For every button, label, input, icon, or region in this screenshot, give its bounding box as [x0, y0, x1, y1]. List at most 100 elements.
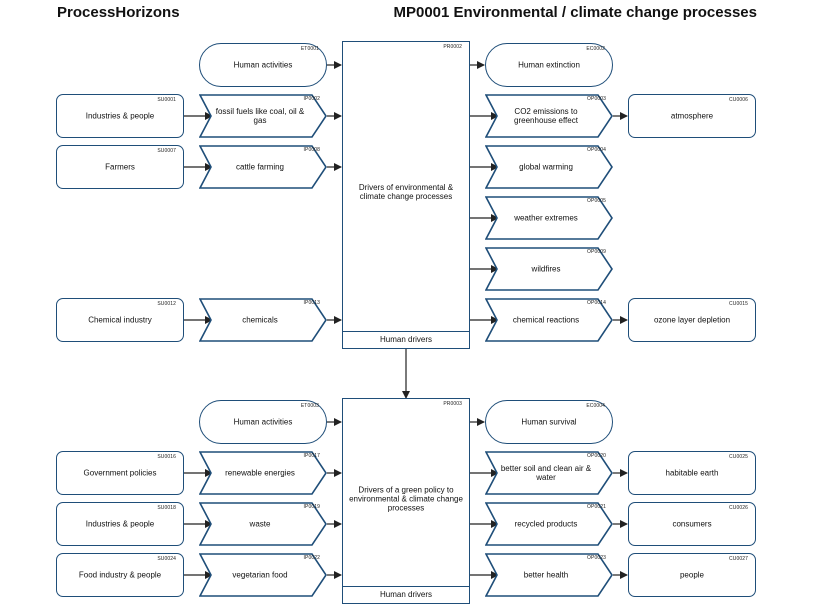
node-code: ET0003 — [300, 403, 319, 409]
output-chevron[interactable]: OP0004 global warming — [485, 145, 613, 189]
supplier-box[interactable]: SU0018 Industries & people — [56, 502, 184, 546]
node-label: better health — [523, 570, 569, 580]
brand-title: ProcessHorizons — [57, 4, 180, 21]
node-label: recycled products — [514, 519, 578, 529]
chevron-shape — [485, 298, 613, 342]
node-label: weather extremes — [514, 213, 578, 223]
node-code: SU0001 — [157, 97, 176, 103]
node-label: ozone layer depletion — [653, 315, 731, 325]
node-code: CU0026 — [729, 505, 748, 511]
node-code: OP0004 — [587, 147, 606, 153]
node-code: OP0009 — [587, 249, 606, 255]
node-label: vegetarian food — [232, 570, 288, 580]
node-label: Farmers — [105, 162, 135, 172]
node-label: renewable energies — [225, 468, 295, 478]
node-code: SU0007 — [157, 148, 176, 154]
node-code: EC0002 — [586, 46, 605, 52]
chevron-shape — [199, 298, 327, 342]
node-label: chemical reactions — [512, 315, 580, 325]
node-label: cattle farming — [235, 162, 285, 172]
node-label: Industries & people — [85, 519, 155, 529]
node-code: OP0021 — [587, 504, 606, 510]
process-footer: Human drivers — [343, 586, 469, 603]
output-chevron[interactable]: OP0021 recycled products — [485, 502, 613, 546]
node-code: SU0018 — [157, 505, 176, 511]
output-chevron[interactable]: OP0003 CO2 emissions to greenhouse effec… — [485, 94, 613, 138]
chevron-shape — [199, 145, 327, 189]
node-code: SU0016 — [157, 454, 176, 460]
process-box[interactable]: PR0002 Drivers of environmental & climat… — [342, 41, 470, 349]
supplier-box[interactable]: SU0001 Industries & people — [56, 94, 184, 138]
node-label: atmosphere — [670, 111, 714, 121]
input-chevron[interactable]: IP0019 waste — [199, 502, 327, 546]
input-chevron[interactable]: IP0008 cattle farming — [199, 145, 327, 189]
output-chevron[interactable]: OP0009 wildfires — [485, 247, 613, 291]
chevron-shape — [485, 196, 613, 240]
input-chevron[interactable]: IP0022 vegetarian food — [199, 553, 327, 597]
node-code: OP0005 — [587, 198, 606, 204]
customer-box[interactable]: CU0027 people — [628, 553, 756, 597]
chevron-shape — [485, 502, 613, 546]
node-label: Human activities — [233, 60, 293, 70]
node-label: habitable earth — [665, 468, 719, 478]
supplier-box[interactable]: SU0016 Government policies — [56, 451, 184, 495]
node-label: Food industry & people — [78, 570, 162, 580]
node-code: CU0025 — [729, 454, 748, 460]
supplier-box[interactable]: SU0024 Food industry & people — [56, 553, 184, 597]
node-code: IP0008 — [303, 147, 320, 153]
node-code: IP0002 — [303, 96, 320, 102]
node-code: IP0013 — [303, 300, 320, 306]
node-label: fossil fuels like coal, oil & gas — [215, 107, 305, 125]
customer-box[interactable]: CU0015 ozone layer depletion — [628, 298, 756, 342]
node-code: IP0019 — [303, 504, 320, 510]
node-label: wildfires — [531, 264, 561, 274]
node-code: OP0023 — [587, 555, 606, 561]
node-code: IP0022 — [303, 555, 320, 561]
input-chevron[interactable]: IP0017 renewable energies — [199, 451, 327, 495]
supplier-box[interactable]: SU0012 Chemical industry — [56, 298, 184, 342]
process-footer: Human drivers — [343, 331, 469, 348]
node-code: CU0006 — [729, 97, 748, 103]
node-label: global warming — [519, 162, 573, 172]
node-code: PR0003 — [443, 401, 462, 407]
node-code: OP0003 — [587, 96, 606, 102]
supplier-box[interactable]: SU0007 Farmers — [56, 145, 184, 189]
process-label: Drivers of environmental & climate chang… — [358, 183, 454, 201]
node-code: ET0001 — [300, 46, 319, 52]
node-code: OP0014 — [587, 300, 606, 306]
customer-box[interactable]: CU0006 atmosphere — [628, 94, 756, 138]
node-label: Chemical industry — [88, 315, 152, 325]
output-chevron[interactable]: OP0014 chemical reactions — [485, 298, 613, 342]
output-chevron[interactable]: OP0005 weather extremes — [485, 196, 613, 240]
node-code: SU0024 — [157, 556, 176, 562]
node-label: waste — [249, 519, 271, 529]
node-code: CU0027 — [729, 556, 748, 562]
end-condition[interactable]: EC0004 Human survival — [485, 400, 613, 444]
chevron-shape — [199, 553, 327, 597]
node-label: consumers — [672, 519, 712, 529]
chevron-shape — [199, 451, 327, 495]
input-chevron[interactable]: IP0002 fossil fuels like coal, oil & gas — [199, 94, 327, 138]
customer-box[interactable]: CU0025 habitable earth — [628, 451, 756, 495]
node-label: people — [679, 570, 705, 580]
customer-box[interactable]: CU0026 consumers — [628, 502, 756, 546]
entity-trigger[interactable]: ET0003 Human activities — [199, 400, 327, 444]
process-box[interactable]: PR0003 Drivers of a green policy to envi… — [342, 398, 470, 604]
node-label: Government policies — [83, 468, 157, 478]
node-label: CO2 emissions to greenhouse effect — [514, 107, 578, 125]
end-condition[interactable]: EC0002 Human extinction — [485, 43, 613, 87]
entity-trigger[interactable]: ET0001 Human activities — [199, 43, 327, 87]
process-label: Drivers of a green policy to environment… — [349, 485, 463, 513]
chevron-shape — [485, 247, 613, 291]
node-code: CU0015 — [729, 301, 748, 307]
output-chevron[interactable]: OP0023 better health — [485, 553, 613, 597]
node-label: Human extinction — [518, 60, 580, 70]
node-label: better soil and clean air & water — [500, 464, 592, 482]
output-chevron[interactable]: OP0020 better soil and clean air & water — [485, 451, 613, 495]
input-chevron[interactable]: IP0013 chemicals — [199, 298, 327, 342]
chevron-shape — [199, 502, 327, 546]
page-title: MP0001 Environmental / climate change pr… — [393, 4, 758, 21]
node-code: IP0017 — [303, 453, 320, 459]
chevron-shape — [485, 145, 613, 189]
